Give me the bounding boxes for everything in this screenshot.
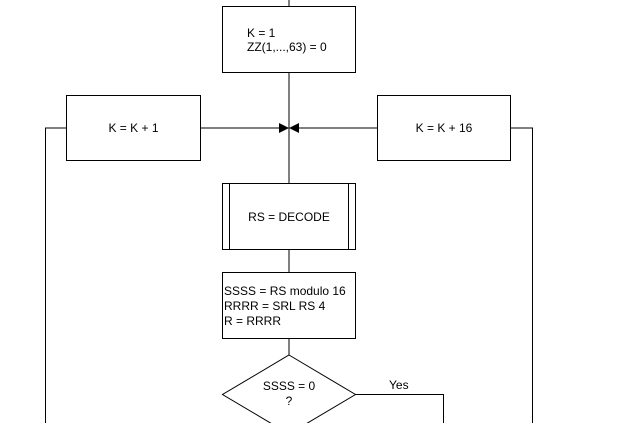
compute-label-line1: SSSS = RS modulo 16	[224, 284, 346, 298]
decode-box	[222, 183, 356, 250]
junction-bowtie-icon	[279, 123, 289, 133]
incr16-label: K = K + 16	[416, 121, 473, 135]
decision-label-line1: SSSS = 0	[263, 379, 316, 393]
init-label-line1: K = 1	[247, 26, 276, 40]
init-box	[222, 6, 356, 73]
init-label-line2: ZZ(1,...,63) = 0	[247, 40, 327, 54]
loop-left-line	[45, 127, 66, 423]
loop-right-line	[510, 127, 533, 423]
compute-box	[222, 272, 356, 339]
yes-branch-line	[355, 394, 444, 423]
decision-label-line2: ?	[286, 394, 293, 408]
decision-diamond	[221, 354, 357, 423]
incr1-label: K = K + 1	[108, 121, 158, 135]
compute-label-line3: R = RRRR	[224, 314, 281, 328]
junction-bowtie-icon-right	[289, 123, 299, 133]
compute-label-line2: RRRR = SRL RS 4	[224, 299, 326, 313]
decode-label: RS = DECODE	[248, 210, 330, 224]
yes-branch-label: Yes	[389, 378, 409, 392]
